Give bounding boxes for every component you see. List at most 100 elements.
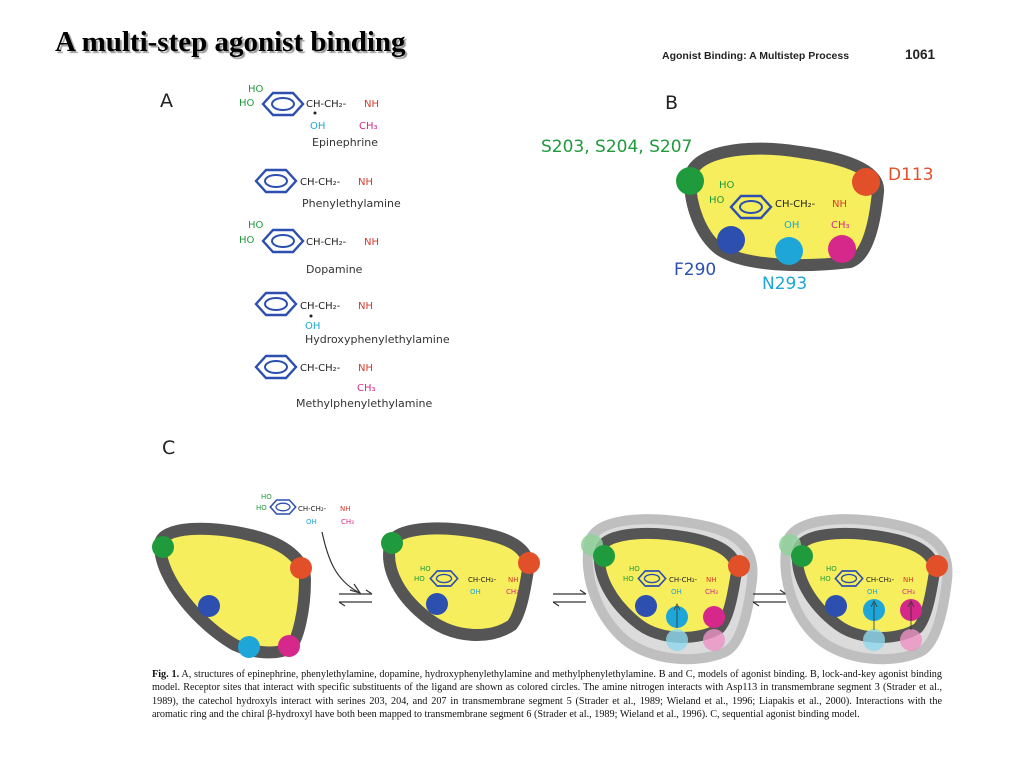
chain-label: CH-CH₂- [775, 199, 816, 210]
compound-name: Epinephrine [312, 136, 378, 149]
structure-methylphenylethylamine: CH-CH₂- NH CH₃ Methylphenylethylamine [254, 354, 432, 410]
benzene-ring-icon [261, 91, 305, 117]
site-ch3-circle [703, 606, 725, 628]
compound-name: Methylphenylethylamine [296, 397, 432, 410]
site-serines-circle [676, 167, 704, 195]
ho-label: HO [248, 84, 264, 95]
site-label-d113: D113 [888, 165, 934, 185]
ch3-label: CH₃ [357, 383, 376, 394]
oh-label: OH [784, 220, 799, 231]
site-f290-circle [635, 595, 657, 617]
nh-label: NH [358, 363, 373, 374]
stage-2-partial: HO HO CH-CH₂- NH OH CH₃ [381, 522, 540, 641]
panel-b-label: B [665, 92, 679, 114]
oh-label: OH [867, 588, 878, 596]
caption-text: A, structures of epinephrine, phenylethy… [152, 669, 942, 720]
panel-a-structures: HO HO CH-CH₂- NH OH CH₃ Epinephrine CH-C… [239, 84, 450, 410]
equilibrium-arrows-icon [552, 589, 587, 607]
equilibrium-arrows-icon [338, 589, 373, 607]
site-n293-circle [238, 636, 260, 658]
ch3-label: CH₃ [705, 588, 718, 596]
running-head: Agonist Binding: A Multistep Process [662, 50, 850, 62]
ho-label: HO [623, 575, 634, 583]
page-number: 1061 [905, 47, 936, 62]
equilibrium-arrows-icon [752, 589, 787, 607]
benzene-ring-icon [269, 499, 297, 515]
compound-name: Dopamine [306, 263, 363, 276]
site-label-serines: S203, S204, S207 [541, 137, 692, 157]
stage-3-intermediate: HO HO CH-CH₂- NH OH CH₃ [581, 514, 758, 665]
chain-label: CH-CH₂- [669, 576, 698, 584]
nh-label: NH [364, 237, 379, 248]
shift-arrow-icon [907, 600, 915, 630]
site-d113-circle [926, 555, 948, 577]
shift-arrow-icon [870, 600, 878, 630]
compound-name: Phenylethylamine [302, 197, 401, 210]
nh-label: NH [358, 177, 373, 188]
caption-label: Fig. 1. [152, 669, 180, 680]
stage-4-bound: HO HO CH-CH₂- NH OH CH₃ [779, 514, 953, 665]
site-label-n293: N293 [762, 274, 807, 294]
oh-label: OH [305, 321, 320, 332]
site-f290-circle [426, 593, 448, 615]
chain-label: CH-CH₂- [300, 301, 341, 312]
ch3-label: CH₃ [902, 588, 915, 596]
structure-epinephrine: HO HO CH-CH₂- NH OH CH₃ Epinephrine [239, 84, 379, 149]
panel-a-label: A [160, 90, 173, 112]
site-f290-circle [198, 595, 220, 617]
panel-c-sequential: HO HO CH-CH₂- NH OH CH₃ [152, 493, 953, 665]
ch3-label: CH₃ [341, 518, 354, 526]
structure-hydroxyphenylethylamine: CH-CH₂- NH OH Hydroxyphenylethylamine [254, 291, 450, 346]
site-serines-circle [152, 536, 174, 558]
ho-label: HO [826, 565, 837, 573]
panel-b-lock-and-key: HO HO CH-CH₂- NH OH CH₃ S203, S204, S207… [541, 137, 934, 294]
oh-label: OH [470, 588, 481, 596]
nh-label: NH [706, 576, 717, 584]
ho-label: HO [414, 575, 425, 583]
panel-c-label: C [162, 437, 176, 459]
stage-1-empty [152, 522, 312, 659]
compound-name: Hydroxyphenylethylamine [305, 333, 450, 346]
slide-title: A multi-step agonist binding [55, 26, 406, 58]
nh-label: NH [508, 576, 519, 584]
figure-caption: Fig. 1. A, structures of epinephrine, ph… [152, 668, 942, 721]
site-ch3-ghost-circle [703, 629, 725, 651]
benzene-ring-icon [254, 291, 298, 317]
nh-label: NH [903, 576, 914, 584]
site-d113-circle [728, 555, 750, 577]
benzene-ring-icon [261, 228, 305, 254]
site-f290-circle [717, 226, 745, 254]
benzene-ring-icon [254, 168, 298, 194]
oh-label: OH [306, 518, 317, 526]
ho-label: HO [709, 195, 725, 206]
site-ch3-circle [828, 235, 856, 263]
structure-dopamine: HO HO CH-CH₂- NH Dopamine [239, 220, 379, 276]
ho-label: HO [820, 575, 831, 583]
ch3-label: CH₃ [831, 220, 850, 231]
ho-label: HO [629, 565, 640, 573]
site-serines-circle [593, 545, 615, 567]
benzene-ring-icon [254, 354, 298, 380]
nh-label: NH [358, 301, 373, 312]
chain-label: CH-CH₂- [300, 177, 341, 188]
nh-label: NH [340, 505, 351, 513]
chain-label: CH-CH₂- [866, 576, 895, 584]
site-serines-circle [381, 532, 403, 554]
chain-label: CH-CH₂- [468, 576, 497, 584]
site-ch3-ghost-circle [900, 629, 922, 651]
nh-label: NH [832, 199, 847, 210]
ho-label: HO [719, 180, 735, 191]
ch3-label: CH₃ [359, 121, 378, 132]
site-label-f290: F290 [674, 260, 716, 280]
chain-label: CH-CH₂- [298, 505, 327, 513]
receptor-pocket [593, 528, 742, 643]
oh-label: OH [310, 121, 325, 132]
binding-arrow [321, 531, 359, 593]
nh-label: NH [364, 99, 379, 110]
site-d113-circle [852, 168, 880, 196]
ho-label: HO [248, 220, 264, 231]
site-serines-circle [791, 545, 813, 567]
ho-label: HO [256, 504, 267, 512]
site-n293-ghost-circle [863, 629, 885, 651]
site-f290-circle [825, 595, 847, 617]
